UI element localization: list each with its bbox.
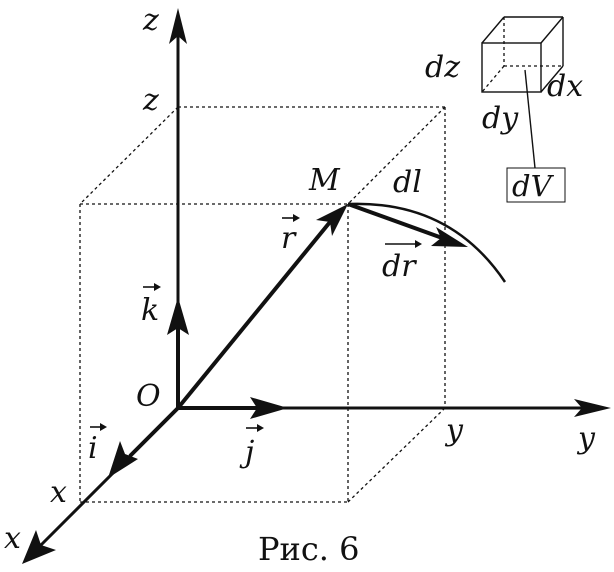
trajectory-curve <box>347 202 507 283</box>
x-axis-label: x <box>4 521 21 556</box>
origin-label: O <box>136 379 161 414</box>
i-label: i <box>88 431 98 466</box>
volume-element-cube <box>481 16 566 203</box>
y-point-label: y <box>444 413 464 448</box>
point-m-label: M <box>308 163 341 198</box>
x-point-label: x <box>50 475 67 510</box>
j-label: j <box>239 435 254 470</box>
displacement-vector-dr <box>347 202 468 247</box>
unit-vector-i <box>108 406 180 478</box>
unit-vector-j <box>178 397 288 419</box>
dl-label: dl <box>393 165 422 200</box>
dx-label: dx <box>547 69 583 104</box>
vector-overarrows <box>90 214 422 432</box>
r-label: r <box>281 221 297 256</box>
z-point-label: z <box>142 83 159 118</box>
dy-label: dy <box>482 101 519 136</box>
dz-label: dz <box>425 50 460 85</box>
dashed-box <box>79 106 446 503</box>
figure-caption: Рис. 6 <box>258 530 359 568</box>
y-axis-label: y <box>576 421 596 456</box>
dr-label: dr <box>382 249 417 284</box>
radius-vector-r <box>176 204 348 410</box>
z-axis-label: z <box>142 3 159 38</box>
unit-vector-k <box>167 297 189 408</box>
k-label: k <box>141 293 159 328</box>
dv-label: dV <box>512 169 555 203</box>
